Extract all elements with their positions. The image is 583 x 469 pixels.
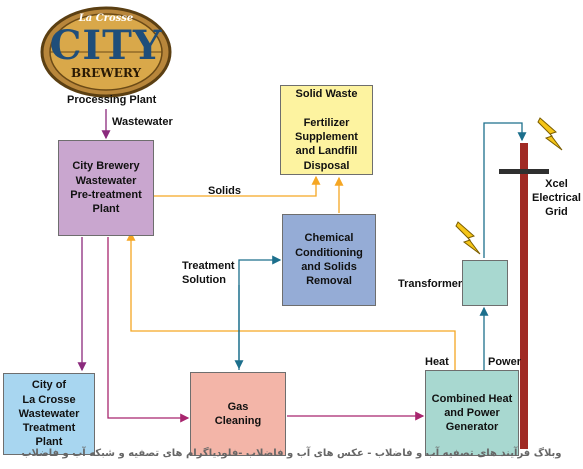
pretreatment-to-gas-line xyxy=(107,237,190,423)
logo-top-text: La Crosse xyxy=(78,13,134,24)
transformer-label: Transformer xyxy=(398,278,463,290)
footer-caption: وبلاگ فرآیند های تصفیه آب و فاضلاب - عکس… xyxy=(21,448,562,459)
treatment-solution-label: Treatment Solution xyxy=(182,260,235,286)
pretreatment-plant-box: City Brewery Wastewater Pre-treatment Pl… xyxy=(58,140,154,236)
chemical-conditioning-box: Chemical Conditioning and Solids Removal xyxy=(282,214,376,306)
logo-main-text: CITY xyxy=(49,22,163,69)
wastewater-label: Wastewater xyxy=(112,116,173,128)
power-label: Power xyxy=(488,356,522,368)
solids-label: Solids xyxy=(208,185,242,197)
solid-waste-box: Solid Waste Fertilizer Supplement and La… xyxy=(280,85,373,175)
chp-generator-box: Combined Heat and Power Generator xyxy=(425,370,519,456)
transformer-box xyxy=(462,260,508,306)
processing-plant-label: Processing Plant xyxy=(67,94,157,106)
grid-feed-line xyxy=(483,122,527,258)
solids-line xyxy=(154,175,321,197)
treatment-solution-line xyxy=(238,255,282,370)
logo-sub-text: BREWERY xyxy=(70,66,142,80)
xcel-grid-label: Xcel Electrical Grid xyxy=(532,178,581,218)
utility-pole-crossbar xyxy=(499,169,549,174)
heat-label: Heat xyxy=(425,356,449,368)
heat-return-line xyxy=(126,231,456,370)
lightning-bolt-icon xyxy=(455,221,481,255)
lightning-bolt-icon xyxy=(537,117,563,151)
city-treatment-plant-box: City of La Crosse Wastewater Treatment P… xyxy=(3,373,95,455)
utility-pole xyxy=(520,143,528,449)
gas-cleaning-box: Gas Cleaning xyxy=(190,372,286,456)
city-brewery-logo: La Crosse CITY BREWERY xyxy=(40,4,172,100)
